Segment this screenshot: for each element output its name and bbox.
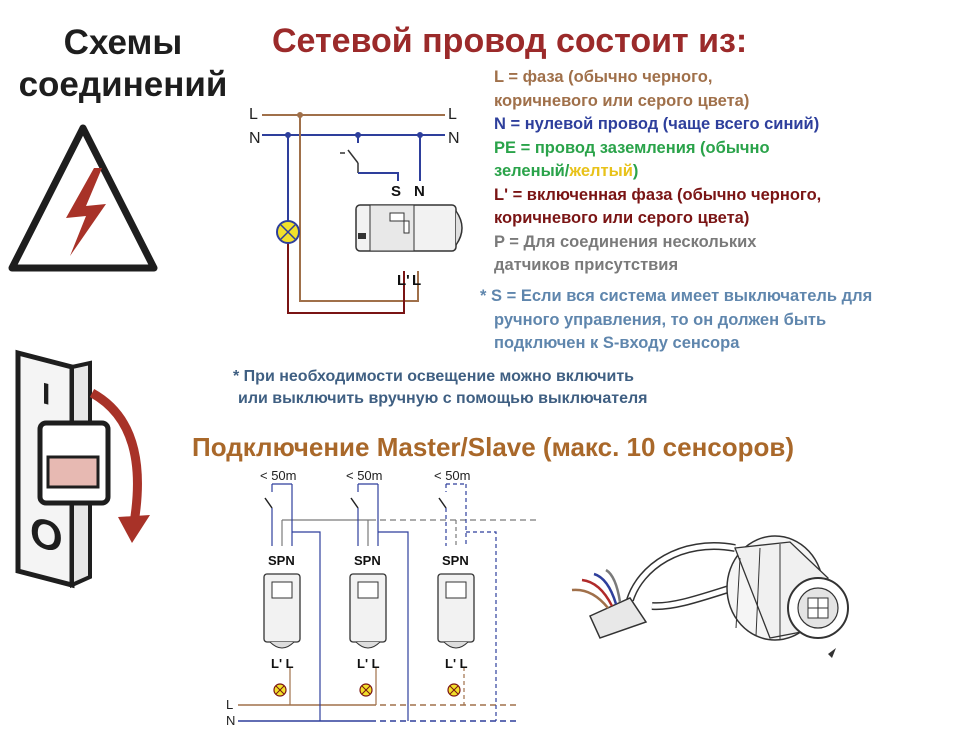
manual-note-line-2: или выключить вручную с помощью выключат… [238,390,648,407]
wire-legend: L = фаза (обычно черного, коричневого ил… [494,66,821,278]
legend-S-line-2: ручного управления, то он должен быть [494,310,827,329]
legend-P-line-2: датчиков присутствия [494,256,679,274]
single-sensor-wiring-diagram: L N L N S N L' L [249,106,463,314]
circuit-breaker-icon: I O [15,349,150,589]
outputs-2: L' L [357,656,380,671]
top-Lp-terminal: L' [397,272,410,289]
legend-PE-line-1: PE = провод заземления (обычно [494,138,770,157]
outputs-1: L' L [271,656,294,671]
breaker-off-label: O [30,508,63,563]
top-N-left: N [249,130,261,147]
outputs-3: L' L [445,656,468,671]
legend-PE-yellow: желтый [569,162,633,180]
bus-L-label: L [226,697,233,712]
top-S-terminal: S [391,183,401,200]
terminals-1: SPN [268,553,295,568]
side-title-line-2: соединений [18,65,228,104]
top-L-right: L [448,106,457,123]
distance-1: < 50m [260,468,297,483]
top-N-terminal: N [414,183,425,200]
master-slave-wiring-diagram: < 50m SPN L' L < 50m SPN L' L [226,468,540,728]
legend-PE-close: ) [632,162,639,180]
high-voltage-warning-icon [8,124,158,272]
breaker-on-label: I [42,376,50,412]
top-L-terminal: L [412,272,421,289]
slave-unit-2: < 50m SPN L' L [346,468,409,721]
slave-unit-3: < 50m SPN L' L [434,468,497,721]
legend-Lp-line-2: коричневого или серого цвета) [494,209,750,227]
main-title: Сетевой провод состоит из: [272,22,748,60]
manual-switch-note: * При необходимости освещение можно вклю… [233,366,647,410]
terminals-3: SPN [442,553,469,568]
legend-S: * S = Если вся система имеет выключатель… [480,285,872,356]
legend-P-line-1: P = Для соединения нескольких [494,232,757,251]
legend-N: N = нулевой провод (чаще всего синий) [494,115,820,133]
legend-S-line-3: подключен к S-входу сенсора [494,334,740,352]
legend-Lp-line-1: L' = включенная фаза (обычно черного, [494,185,822,204]
top-L-left: L [249,106,258,123]
terminals-2: SPN [354,553,381,568]
slave-unit-1: < 50m SPN L' L [260,468,321,721]
legend-L-line-2: коричневого или серого цвета) [494,91,750,110]
distance-3: < 50m [434,468,471,483]
legend-PE-line-2: зеленый/желтый) [494,160,821,184]
side-title-line-1: Схемы [63,23,183,62]
presence-sensor-device-icon [571,535,849,658]
top-N-right: N [448,130,460,147]
bus-N-label: N [226,713,235,728]
legend-S-line-1: * S = Если вся система имеет выключатель… [480,287,873,305]
manual-note-line-1: * При необходимости освещение можно вклю… [233,368,634,385]
side-title: Схемы соединений [8,22,238,106]
legend-PE-green: зеленый/ [494,162,570,180]
legend-L-line-1: L = фаза (обычно черного, [494,68,713,86]
master-slave-subtitle: Подключение Master/Slave (макс. 10 сенсо… [192,432,795,462]
distance-2: < 50m [346,468,383,483]
